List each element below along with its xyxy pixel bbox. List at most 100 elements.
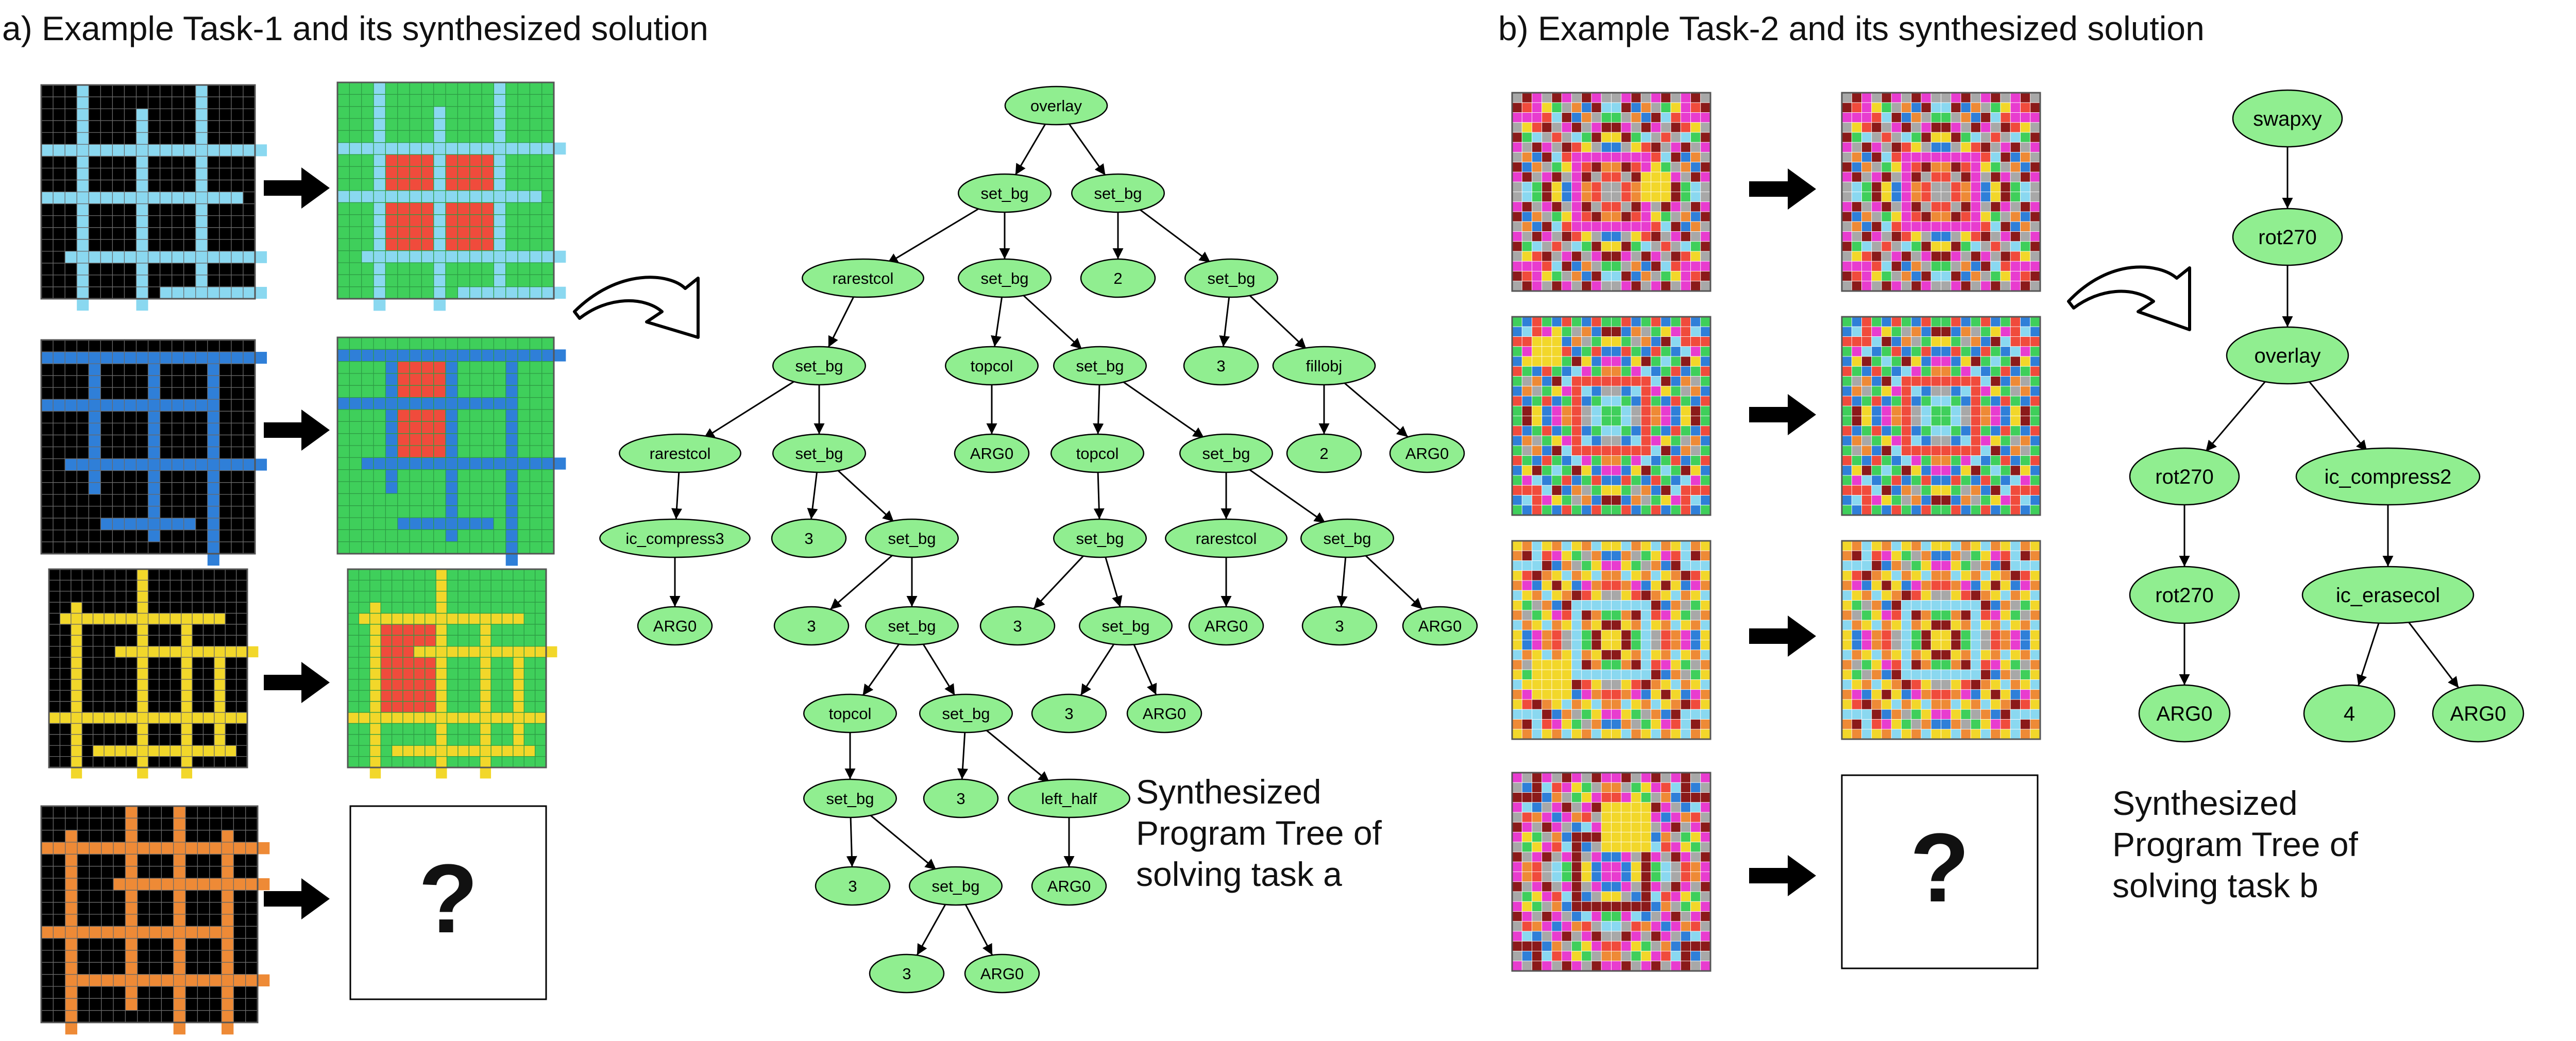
panel-a: a) Example Task-1 and its synthesized so… [2,9,1478,1035]
tree-node: ARG0 [2432,684,2524,743]
tree-node-shape [1050,433,1145,473]
tree-node: ARG0 [954,433,1030,473]
panel-b-heading: b) Example Task-2 and its synthesized so… [1498,9,2205,47]
tree-node-label: set_bg [1323,530,1371,548]
tree-node: rarestcol [619,433,741,473]
tree-edge [1248,294,1307,350]
example-grid-a3-out [347,568,557,779]
right-arrow-icon [264,167,330,209]
tree-node-label: rarestcol [1196,530,1257,548]
tree-node-label: 3 [807,617,816,635]
tree-node-label: 3 [1013,617,1022,635]
tree-node-shape [1078,606,1173,646]
tree-edge [2406,620,2460,689]
tree-edge [846,817,857,867]
tree-node-shape [944,346,1039,386]
right-arrow-icon [1749,394,1816,435]
example-grid-a1-out [336,81,566,311]
tree-node: swapxy [2232,89,2343,148]
tree-node-label: fillobj [1306,357,1343,375]
tree-node-label: set_bg [1076,530,1124,548]
panel-b: b) Example Task-2 and its synthesized so… [1498,9,2524,972]
question-mark: ? [418,844,478,953]
tree-node-shape [2226,326,2349,385]
tree-node: set_bg [1300,518,1395,558]
tree-edge [916,903,946,956]
tree-node: rarestcol [1165,518,1287,558]
tree-node: ic_compress2 [2295,447,2481,506]
tree-node-shape [803,778,897,818]
tree-node-shape [1080,258,1156,298]
tree-node-shape [802,258,924,298]
tree-node-shape [923,778,999,818]
tree-node-shape [869,953,945,994]
tree-node-shape [1184,258,1279,298]
tree-edge [1336,557,1348,607]
tree-edge [1014,123,1046,176]
tree-node: set_bg [865,518,959,558]
tree-node: rot270 [2232,208,2343,266]
tree-edge [957,732,968,780]
tree-node: set_bg [957,173,1052,213]
tree-edge [1093,384,1104,435]
right-arrow-icon [1749,855,1816,896]
tree-node: topcol [944,346,1039,386]
tree-node-label: 3 [1064,705,1073,723]
tree-node: ARG0 [1126,693,1202,733]
tree-node-shape [2129,566,2240,624]
tree-node: topcol [803,693,897,733]
tree-node-label: 3 [848,877,857,895]
unknown-output-box [1841,774,2039,969]
tree-node-label: set_bg [826,790,874,808]
tree-node: ARG0 [964,953,1040,994]
tree-node: 3 [1031,693,1107,733]
tree-edge [1080,643,1115,696]
tree-node-shape [2295,447,2481,506]
tree-node-shape [1008,778,1130,818]
tree-node: rot270 [2129,447,2240,506]
tree-node-label: ARG0 [1205,617,1248,635]
tree-node: 3 [771,518,847,558]
tree-node-label: ic_compress2 [2325,466,2452,488]
tree-node: ARG0 [1188,606,1264,646]
tree-edge [2357,622,2380,686]
right-arrow-icon [264,409,330,451]
tree-node: set_bg [957,258,1052,298]
tree-node: 2 [1080,258,1156,298]
tree-node: topcol [1050,433,1145,473]
tree-node-label: topcol [971,357,1013,375]
tree-edge [991,297,1003,347]
tree-node-label: ARG0 [1405,445,1449,463]
tree-node-shape [865,606,959,646]
tree-node-shape [979,606,1056,646]
tree-node-shape [1031,866,1107,906]
tree-edge [1022,294,1082,350]
example-grid-a3-in [48,568,259,779]
tree-node-shape [772,433,867,473]
example-grid-b3 [1511,316,1711,516]
tree-edge [1033,555,1084,609]
tree-node: rot270 [2129,566,2240,624]
tree-edge [887,207,981,265]
tree-node-label: topcol [829,705,872,723]
tree-node-label: set_bg [980,269,1028,287]
caption-b-line-1: Synthesized [2112,784,2298,822]
tree-node-label: 3 [1335,617,1344,635]
right-arrow-icon [264,662,330,703]
tree-node-label: left_half [1041,790,1097,808]
tree-node-shape [2129,447,2240,506]
tree-node-label: overlay [2255,345,2321,367]
tree-edge [1138,208,1211,263]
task-b-grids [1511,92,2041,972]
tree-edge [807,472,818,520]
example-grid-b2 [1841,92,2041,292]
tree-node-label: set_bg [1094,184,1142,202]
tree-node: 4 [2303,684,2396,743]
tree-node-label: set_bg [1076,357,1124,375]
tree-edge [922,643,956,696]
tree-node: ic_compress3 [599,518,751,558]
tree-edge [1121,380,1205,439]
tree-node-label: swapxy [2253,108,2321,130]
tree-node-label: 2 [1113,269,1122,287]
